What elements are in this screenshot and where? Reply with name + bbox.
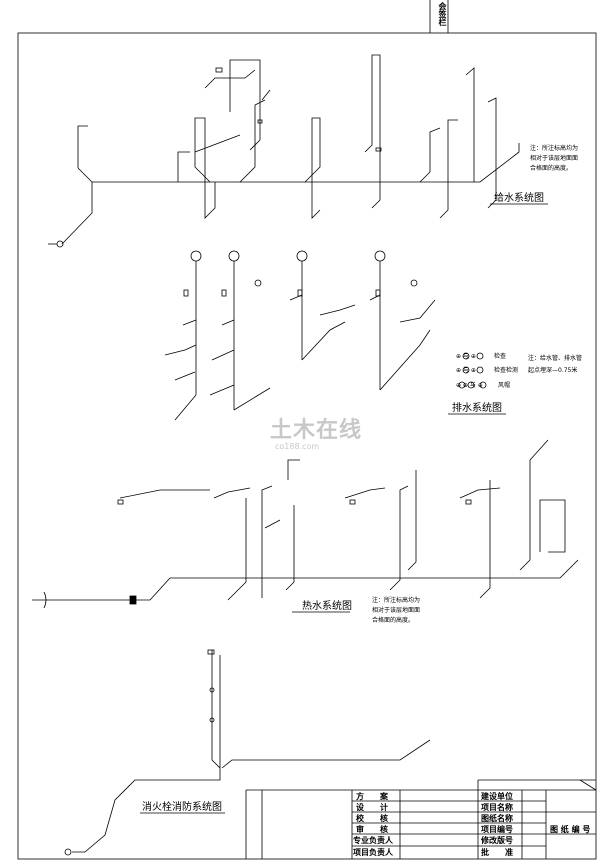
hot-water-note-1: 注：所注标高均为 [372, 597, 421, 604]
field-project-number: 项目编号 [481, 825, 513, 834]
drainage-note-1: 注：给水管、排水管 [528, 355, 583, 362]
drawing-border [17, 32, 597, 860]
field-drawing-name: 图纸名称 [481, 814, 513, 823]
water-supply-piping [48, 54, 520, 248]
role-discipline-lead: 专业负责人 [353, 836, 393, 845]
drainage-legend-symbol-3: ⊕ ⊕ 与 ⊕ [456, 382, 483, 389]
drainage-legend-symbol-2: ⊕ 与 ⊕ [456, 367, 476, 374]
hot-water-title: 热水系统图 [302, 601, 352, 612]
drainage-legend-text-1: 检查 [494, 353, 507, 360]
drainage-legend-text-3: 风帽 [498, 382, 511, 389]
role-project-lead: 项目负责人 [353, 848, 393, 857]
drainage-piping [164, 250, 487, 421]
field-client: 建设单位 [481, 792, 513, 801]
hot-water-note-2: 相对于该层地面面 [372, 607, 421, 614]
drainage-legend-text-2: 检查检测 [494, 367, 519, 374]
fire-hydrant-piping [64, 649, 431, 856]
water-supply-note-1: 注：所注标高均为 [530, 145, 579, 152]
field-approval: 批 准 [481, 848, 513, 857]
field-revision: 修改版号 [481, 836, 513, 845]
watermark-url: co188.com [275, 442, 320, 451]
role-scheme: 方 案 [356, 792, 388, 801]
drainage-legend-symbol-1: ⊕ 与 ⊕ [456, 353, 476, 360]
water-supply-note-2: 相对于该层地面面 [530, 155, 579, 162]
hot-water-note-3: 合格面的高度。 [372, 617, 415, 624]
role-check: 校 核 [356, 814, 388, 823]
field-project-name: 项目名称 [481, 803, 513, 812]
hot-water-piping [32, 439, 579, 609]
drainage-title: 排水系统图 [452, 403, 502, 414]
fire-hydrant-title: 消火栓消防系统图 [142, 802, 222, 813]
water-supply-title: 给水系统图 [494, 193, 544, 204]
title-block-grid [245, 779, 597, 859]
role-design: 设 计 [356, 803, 388, 812]
water-supply-note-3: 合格面的高度。 [530, 165, 573, 172]
watermark-logo: 土木在线 [270, 418, 363, 443]
drainage-note-2: 起点埋深—0.75米 [528, 367, 578, 374]
drawing-number-label: 图 纸 编 号 [550, 825, 591, 834]
signature-stamp-label: 会签栏 [438, 2, 447, 26]
role-review: 审 核 [356, 825, 388, 834]
